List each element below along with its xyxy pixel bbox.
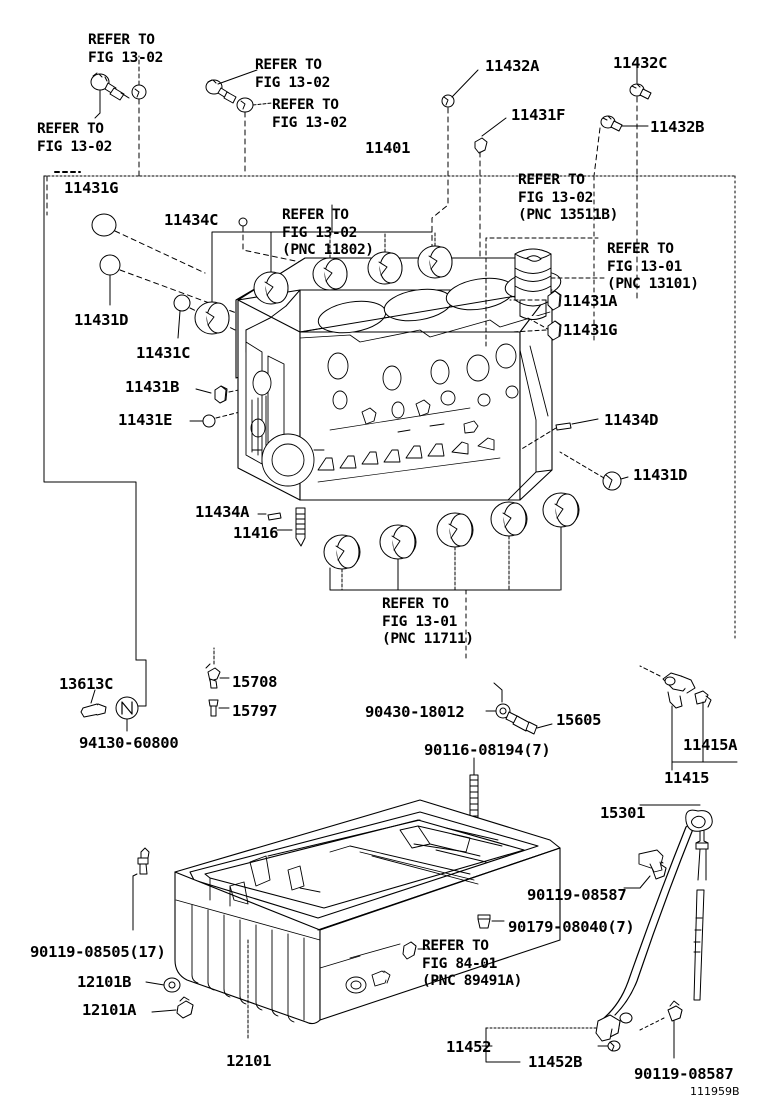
part-11452B-bolt xyxy=(607,1040,621,1052)
part-label-11431F[interactable]: 11431F xyxy=(511,106,566,124)
part-label-11432B[interactable]: 11432B xyxy=(650,118,705,136)
sheet-id: 111959B xyxy=(690,1085,740,1098)
part-11431E xyxy=(202,414,216,428)
part-label-11431A-right[interactable]: 11431A xyxy=(563,292,618,310)
symbol-N-circle xyxy=(115,696,139,720)
part-11434D xyxy=(555,422,572,431)
refer-block-ref-pnc-13101[interactable]: REFER TO FIG 13-01 (PNC 13101) xyxy=(607,241,699,292)
part-11415-breather xyxy=(662,672,696,709)
refer-block-ref-pnc-13511b[interactable]: REFER TO FIG 13-02 (PNC 13511B) xyxy=(518,172,618,223)
part-label-90179-08040[interactable]: 90179-08040(7) xyxy=(508,918,635,936)
part-90179-08040 xyxy=(477,914,491,929)
part-11434A xyxy=(267,512,282,521)
bolt-11432B xyxy=(600,115,623,132)
part-label-11415[interactable]: 11415 xyxy=(664,769,710,787)
refer-block-ref-top-4[interactable]: REFER TO FIG 13-02 xyxy=(37,121,112,155)
part-label-90430-18012[interactable]: 90430-18012 xyxy=(365,703,465,721)
part-label-12101A[interactable]: 12101A xyxy=(82,1001,137,1019)
refer-block-ref-top-2[interactable]: REFER TO FIG 13-02 xyxy=(255,57,330,91)
main-bearing-lower-set xyxy=(323,492,580,570)
part-label-11431C[interactable]: 11431C xyxy=(136,344,191,362)
refer-block-ref-pnc-89491a[interactable]: REFER TO FIG 84-01 (PNC 89491A) xyxy=(422,938,522,989)
part-11434C xyxy=(238,217,248,227)
part-label-90119-08587-a[interactable]: 90119-08587 xyxy=(527,886,627,904)
part-11431D-left xyxy=(99,254,121,276)
part-label-11434A[interactable]: 11434A xyxy=(195,503,250,521)
part-15708 xyxy=(205,663,221,689)
refer-block-ref-top-1[interactable]: REFER TO FIG 13-02 xyxy=(88,32,163,66)
part-label-94130-60800[interactable]: 94130-60800 xyxy=(79,734,179,752)
part-11431G-right xyxy=(547,320,562,341)
refer-block-ref-pnc-11711[interactable]: REFER TO FIG 13-01 (PNC 11711) xyxy=(382,596,474,647)
part-label-90119-08587-b[interactable]: 90119-08587 xyxy=(634,1065,734,1083)
oil-level-dipstick xyxy=(685,809,713,881)
part-label-15708[interactable]: 15708 xyxy=(232,673,278,691)
part-label-11431G-top[interactable]: 11431G xyxy=(64,179,119,197)
dipstick-guide-tube xyxy=(603,824,695,1019)
refer-block-ref-pnc-11802[interactable]: REFER TO FIG 13-02 (PNC 11802) xyxy=(282,207,374,258)
part-label-11401[interactable]: 11401 xyxy=(365,139,411,157)
bolt-11432-top-mid xyxy=(205,79,237,104)
part-90430-18012 xyxy=(495,703,511,719)
part-label-11431D-left[interactable]: 11431D xyxy=(74,311,129,329)
part-11431G-top xyxy=(91,213,117,237)
part-12101B xyxy=(163,977,181,993)
part-label-11452[interactable]: 11452 xyxy=(446,1038,492,1056)
part-11431B xyxy=(214,385,228,404)
part-label-12101[interactable]: 12101 xyxy=(226,1052,272,1070)
part-11415A-bolt xyxy=(694,690,712,708)
part-11431C xyxy=(173,294,191,312)
part-label-11432A[interactable]: 11432A xyxy=(485,57,540,75)
part-label-90119-08505[interactable]: 90119-08505(17) xyxy=(30,943,166,961)
part-label-13613C[interactable]: 13613C xyxy=(59,675,114,693)
part-label-11434D[interactable]: 11434D xyxy=(604,411,659,429)
bolt-11432C xyxy=(629,83,652,100)
part-11452B xyxy=(595,1012,633,1042)
part-90119-08505-bolt xyxy=(137,847,150,875)
part-label-11434C[interactable]: 11434C xyxy=(164,211,219,229)
part-11431F xyxy=(474,137,488,154)
part-15605 xyxy=(505,711,538,735)
part-label-15605[interactable]: 15605 xyxy=(556,711,602,729)
part-label-90116-08194[interactable]: 90116-08194(7) xyxy=(424,741,551,759)
part-label-15797[interactable]: 15797 xyxy=(232,702,278,720)
part-label-11415A[interactable]: 11415A xyxy=(683,736,738,754)
part-89491A-boss xyxy=(402,941,417,960)
part-label-12101B[interactable]: 12101B xyxy=(77,973,132,991)
part-label-11452B[interactable]: 11452B xyxy=(528,1053,583,1071)
part-label-11416[interactable]: 11416 xyxy=(233,524,279,542)
part-12101A xyxy=(176,996,194,1019)
bolt-11432-top-left xyxy=(90,72,130,101)
dipstick-blade xyxy=(693,889,705,1001)
part-90119-08587-lower xyxy=(667,1000,683,1022)
part-label-15301[interactable]: 15301 xyxy=(600,804,646,822)
part-label-11432C[interactable]: 11432C xyxy=(613,54,668,72)
piston xyxy=(514,248,552,320)
part-label-11431B[interactable]: 11431B xyxy=(125,378,180,396)
part-label-11431D-right[interactable]: 11431D xyxy=(633,466,688,484)
bolt-11432A xyxy=(441,94,455,108)
refer-block-ref-top-3[interactable]: REFER TO FIG 13-02 xyxy=(272,97,347,131)
main-bearing-upper-set xyxy=(194,245,453,335)
part-label-11431E[interactable]: 11431E xyxy=(118,411,173,429)
part-11431A-right xyxy=(547,290,562,311)
part-11416-bolt xyxy=(295,507,306,547)
part-11431D-right xyxy=(602,471,622,491)
part-15797 xyxy=(208,699,219,717)
part-label-11431G-right[interactable]: 11431G xyxy=(563,321,618,339)
part-13613C xyxy=(80,703,107,718)
